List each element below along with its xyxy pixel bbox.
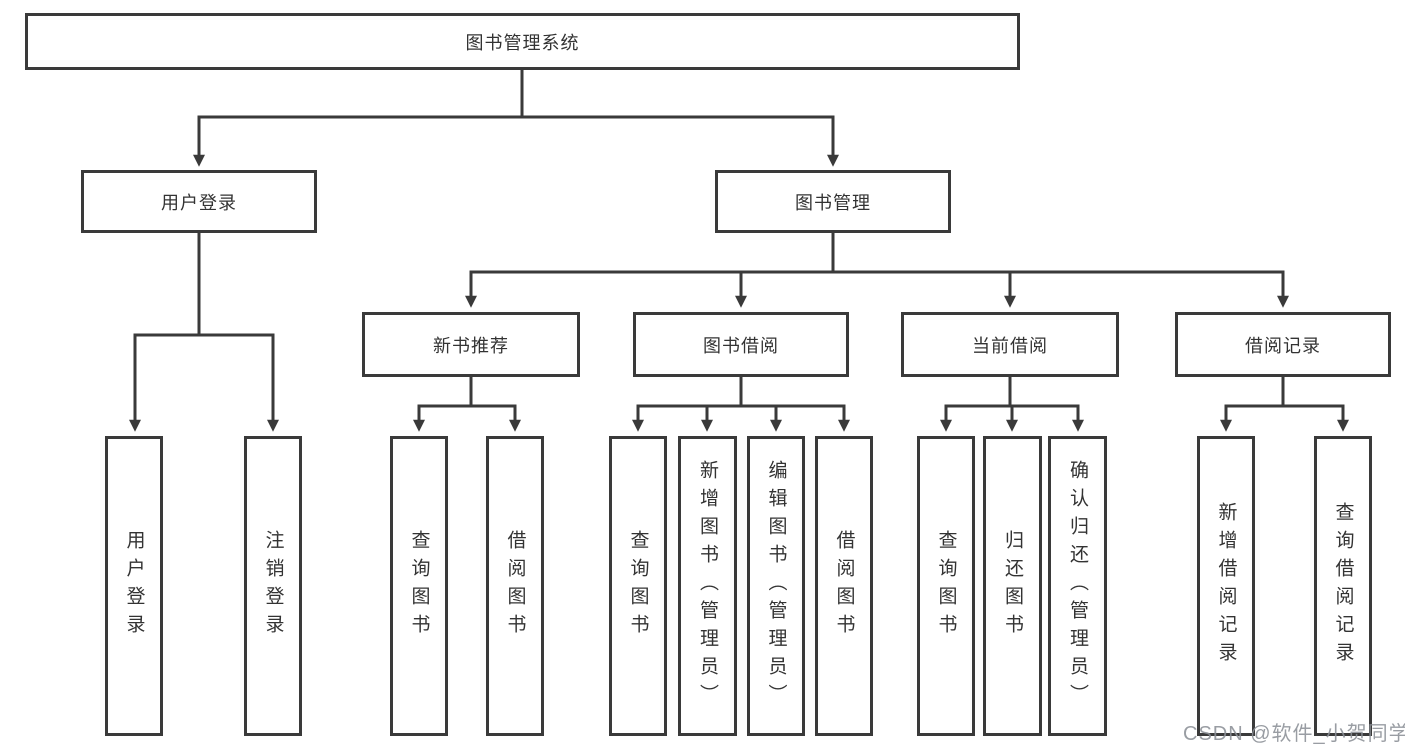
leaf-records-add: 新增借阅记录 — [1197, 436, 1255, 736]
node-root: 图书管理系统 — [25, 13, 1020, 70]
leaf-logout: 注销登录 — [244, 436, 302, 736]
node-current-borrow: 当前借阅 — [901, 312, 1119, 377]
node-book-management: 图书管理 — [715, 170, 951, 233]
leaf-records-query: 查询借阅记录 — [1314, 436, 1372, 736]
node-new-book-recommend: 新书推荐 — [362, 312, 580, 377]
leaf-current-return: 归还图书 — [983, 436, 1042, 736]
leaf-newbook-borrow: 借阅图书 — [486, 436, 544, 736]
leaf-current-confirm-admin: 确认归还（管理员） — [1048, 436, 1107, 736]
leaf-borrow-query: 查询图书 — [609, 436, 667, 736]
leaf-borrow-edit-admin: 编辑图书（管理员） — [747, 436, 805, 736]
node-book-borrow: 图书借阅 — [633, 312, 849, 377]
leaf-current-query: 查询图书 — [917, 436, 975, 736]
leaf-user-login: 用户登录 — [105, 436, 163, 736]
leaf-borrow-add-admin: 新增图书（管理员） — [678, 436, 737, 736]
leaf-newbook-query: 查询图书 — [390, 436, 448, 736]
node-borrow-records: 借阅记录 — [1175, 312, 1391, 377]
leaf-borrow-borrow: 借阅图书 — [815, 436, 873, 736]
csdn-watermark: CSDN @软件_小贺同学 — [1183, 723, 1405, 745]
node-user-login: 用户登录 — [81, 170, 317, 233]
